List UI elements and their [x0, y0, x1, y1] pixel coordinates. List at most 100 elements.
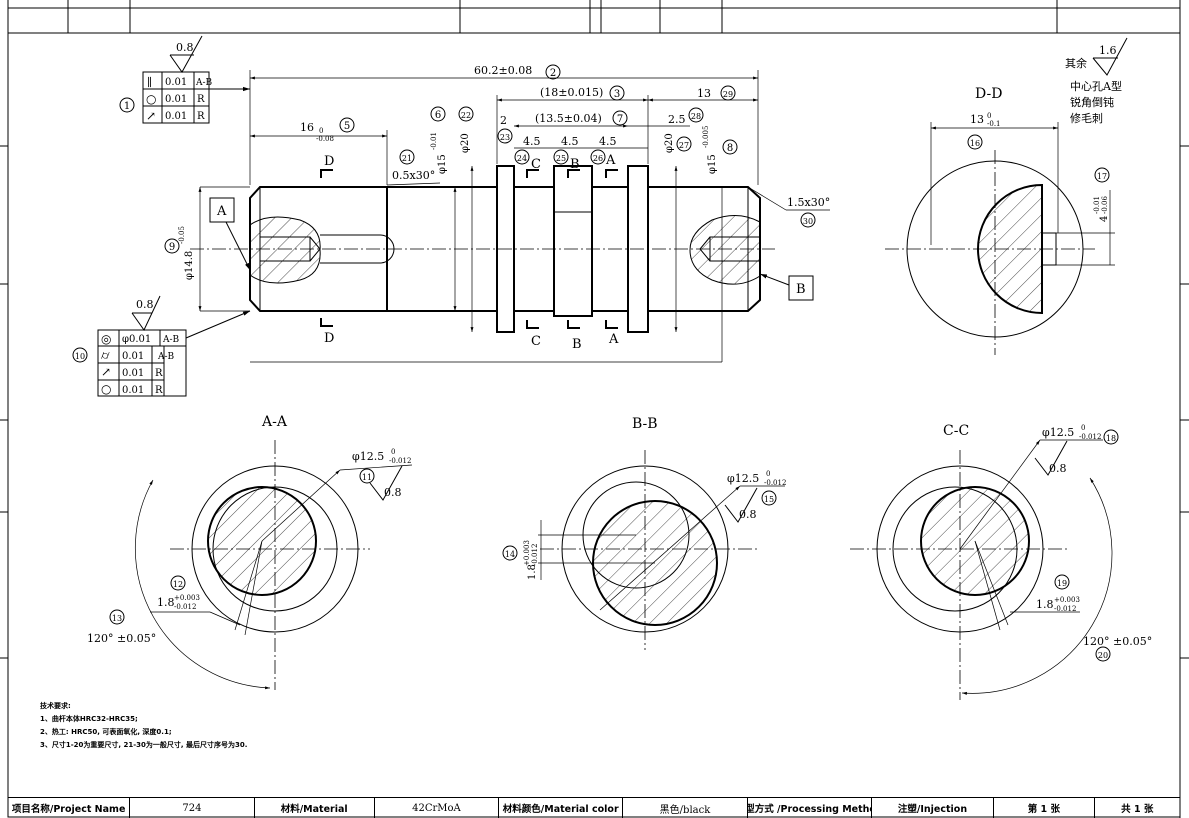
- fcf-bottom-datum-2: A-B: [157, 352, 175, 362]
- svg-text:16: 16: [970, 139, 980, 148]
- view-bb-roughness: 0.8: [739, 508, 757, 521]
- main-view: D D C B A C B A A B 60.2±0.08 (18±0.015)…: [178, 64, 830, 363]
- svg-text:27: 27: [679, 141, 689, 150]
- dim-overall: 60.2±0.08: [474, 64, 532, 77]
- svg-text:19: 19: [1057, 579, 1067, 588]
- balloon-13: 13: [109, 609, 125, 625]
- total-label: 共 1 张: [1121, 804, 1154, 815]
- chamfer-right: 1.5x30°: [787, 196, 830, 209]
- tech-notes: 技术要求: 1、曲杆本体HRC32-HRC35; 2、热工: HRC50, 可表…: [40, 700, 247, 752]
- view-dd-title: D-D: [975, 86, 1002, 102]
- fcf-top-roughness: 0.8: [176, 41, 194, 54]
- dim-4-5-b: 4.5: [561, 135, 579, 148]
- view-aa-offset-tol-up: +0.003: [174, 594, 200, 602]
- svg-text:6: 6: [435, 110, 441, 121]
- balloon-14: 14: [502, 545, 518, 561]
- general-note-3: 修毛刺: [1070, 111, 1103, 125]
- project-value: 724: [130, 798, 255, 818]
- view-bb-dia-tol-lo: -0.012: [764, 479, 786, 487]
- view-dd-width: 13: [970, 113, 984, 126]
- general-roughness: 1.6: [1099, 44, 1117, 57]
- balloon-7: 7: [612, 110, 628, 126]
- balloon-18: 18: [1103, 429, 1119, 445]
- balloon-2: 2: [545, 64, 561, 80]
- svg-text:11: 11: [362, 473, 372, 482]
- svg-text:12: 12: [173, 580, 183, 589]
- view-aa-offset: 1.8: [157, 596, 175, 609]
- balloon-24: 24: [514, 149, 530, 165]
- balloon-1: 1: [119, 97, 135, 113]
- general-rest: 其余: [1065, 56, 1087, 70]
- balloon-12: 12: [170, 575, 186, 591]
- view-bb-offset-tol-up: +0.003: [523, 540, 531, 566]
- fcf-top-val-3: 0.01: [165, 111, 187, 122]
- dim-13: 13: [697, 87, 711, 100]
- fcf-bottom-val-4: 0.01: [122, 385, 144, 396]
- balloon-25: 25: [553, 149, 569, 165]
- section-mark-c-top: C: [531, 157, 541, 172]
- view-aa-angle: 120° ±0.05°: [87, 632, 156, 645]
- balloon-22: 22: [458, 106, 474, 122]
- balloon-6: 6: [430, 106, 446, 122]
- balloon-5: 5: [339, 117, 355, 133]
- balloon-29: 29: [720, 85, 736, 101]
- fcf-bottom-datum-4: R: [155, 385, 163, 396]
- view-cc-title: C-C: [943, 423, 969, 439]
- balloon-19: 19: [1054, 574, 1070, 590]
- balloon-27: 27: [676, 136, 692, 152]
- dia-14-8: φ14.8: [184, 251, 195, 280]
- view-aa-title: A-A: [261, 414, 288, 430]
- balloon-9: 9: [164, 238, 180, 254]
- svg-text:8: 8: [727, 143, 733, 154]
- view-bb-offset: 1.8: [527, 564, 538, 580]
- left-center-hole-hatch: [250, 216, 321, 284]
- fcf-top-val-1: 0.01: [165, 77, 187, 88]
- fcf-bottom-sym-2: ⌭: [101, 348, 110, 362]
- dia-14-8-tol: -0.05: [178, 226, 186, 244]
- datum-b-label: B: [796, 282, 806, 297]
- section-mark-c-bottom: C: [531, 334, 541, 349]
- view-bb-offset-tol-lo: -0.012: [531, 544, 539, 566]
- svg-text:17: 17: [1097, 172, 1107, 181]
- dia-15-left: φ15: [437, 154, 448, 174]
- material-value: 42CrMoA: [375, 798, 500, 818]
- view-cc-offset: 1.8: [1036, 598, 1054, 611]
- dia-15-left-tol: -0.01: [430, 132, 438, 150]
- balloon-28: 28: [688, 107, 704, 123]
- chamfer-left: 0.5x30°: [392, 169, 435, 182]
- section-mark-a-bottom: A: [608, 332, 619, 347]
- svg-text:2: 2: [550, 68, 556, 79]
- svg-text:10: 10: [75, 352, 85, 361]
- general-notes: 1.6 其余 中心孔A型 锐角倒钝 修毛刺: [1065, 37, 1128, 125]
- general-note-1: 中心孔A型: [1070, 79, 1122, 93]
- fcf-top-datum-3: R: [197, 111, 205, 122]
- svg-text:13: 13: [112, 614, 122, 623]
- view-aa-dia: φ12.5: [352, 450, 384, 463]
- datum-a-label: A: [216, 204, 227, 219]
- view-cc-dia-tol-up: 0: [1081, 424, 1085, 432]
- svg-text:30: 30: [803, 217, 813, 226]
- balloon-30: 30: [800, 212, 816, 228]
- balloon-11: 11: [359, 468, 375, 484]
- svg-text:29: 29: [723, 90, 733, 99]
- balloon-17: 17: [1094, 167, 1110, 183]
- fcf-top-datum-1: A-B: [195, 78, 213, 88]
- view-cc-angle: 120° ±0.05°: [1083, 635, 1152, 648]
- svg-text:24: 24: [517, 154, 527, 163]
- view-bb-dia: φ12.5: [727, 472, 759, 485]
- balloon-26: 26: [590, 149, 606, 165]
- fcf-bottom-sym-1: ◎: [101, 332, 111, 346]
- svg-text:5: 5: [344, 121, 350, 132]
- fcf-top-datum-2: R: [197, 94, 205, 105]
- fcf-bottom-roughness: 0.8: [136, 298, 154, 311]
- dim-4-5-c: 4.5: [599, 135, 617, 148]
- title-block: 项目名称/Project Name 724 材料/Material 42CrMo…: [8, 797, 1180, 818]
- view-cc-offset-tol-lo: -0.012: [1054, 605, 1076, 613]
- section-mark-b-top: B: [570, 157, 580, 172]
- dim-2-5: 2.5: [668, 113, 686, 126]
- svg-text:28: 28: [691, 112, 701, 121]
- fcf-top: ∥ 0.01 A-B ○ 0.01 R ↗ 0.01 R 0.8: [142, 35, 250, 124]
- fcf-bottom-sym-3: ↗: [101, 365, 111, 379]
- tech-note-3: 3、尺寸1-20为重要尺寸, 21-30为一般尺寸, 最后尺寸序号为30.: [40, 741, 248, 749]
